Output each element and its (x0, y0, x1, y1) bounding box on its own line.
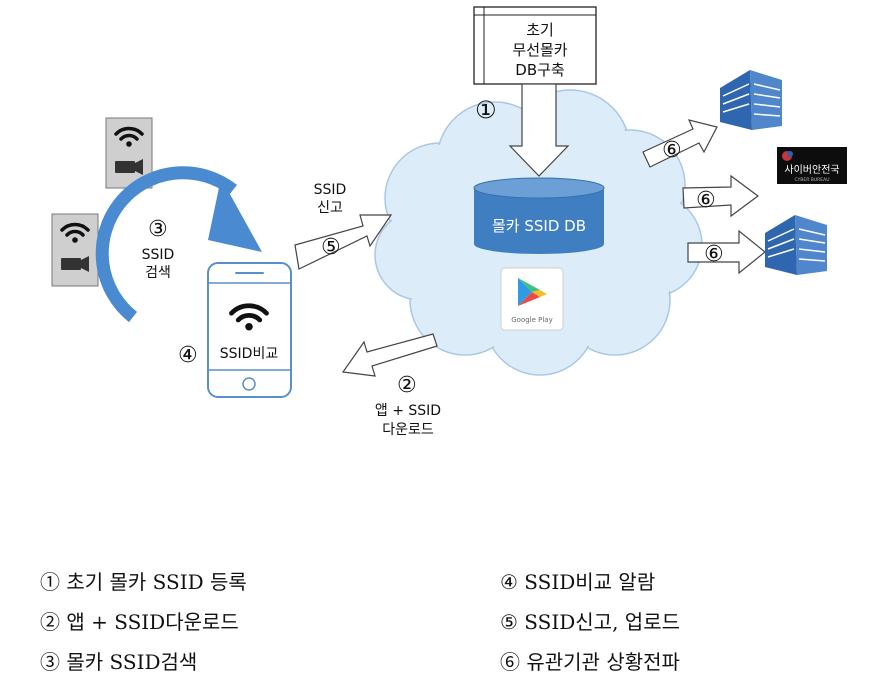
marker-6b: ⑥ (696, 188, 716, 213)
smartphone: SSID비교 (207, 262, 292, 398)
system-diagram: 초기 무선몰카 DB구축 ① 몰카 SSID DB Google Play (51, 6, 847, 438)
legend-item-2: ② 앱 + SSID다운로드 (40, 610, 239, 634)
legend-item-6: ⑥ 유관기관 상황전파 (500, 650, 680, 674)
legend-item-1: ① 초기 몰카 SSID 등록 (40, 570, 247, 594)
ssid-db-cylinder: 몰카 SSID DB (473, 177, 605, 254)
share-arrow-3 (687, 229, 766, 275)
download-arrow (341, 333, 438, 377)
search-label-line1: SSID (142, 247, 175, 263)
agency-building-1 (719, 69, 783, 131)
google-play-tile: Google Play (500, 267, 564, 331)
cyber-bureau-logo: 사이버안전국 CYBER BUREAU (777, 147, 847, 184)
search-curved-arrow (95, 166, 262, 323)
report-label-line2: 신고 (317, 200, 343, 216)
marker-3: ③ (148, 217, 168, 242)
db-label: 몰카 SSID DB (492, 217, 586, 235)
marker-6a: ⑥ (662, 138, 682, 163)
report-label-line1: SSID (314, 182, 347, 198)
logo-sub: CYBER BUREAU (794, 177, 829, 183)
db-box-line3: DB구축 (515, 61, 564, 79)
marker-2: ② (397, 373, 417, 398)
camera-device-2 (51, 213, 99, 287)
share-arrow-2 (682, 174, 760, 218)
upload-arrow-down (508, 83, 570, 177)
legend-item-3: ③ 몰카 SSID검색 (40, 650, 198, 674)
legend-item-5: ⑤ SSID신고, 업로드 (500, 610, 680, 634)
initial-db-box: 초기 무선몰카 DB구축 (473, 6, 597, 85)
legend-item-4: ④ SSID비교 알람 (500, 570, 656, 594)
marker-5: ⑤ (321, 235, 341, 260)
google-play-icon (518, 278, 547, 306)
logo-name: 사이버안전국 (784, 164, 839, 176)
google-play-label: Google Play (511, 316, 553, 324)
db-box-line2: 무선몰카 (512, 41, 567, 59)
share-arrow-1 (642, 119, 718, 168)
report-arrow (294, 214, 393, 270)
download-label-line1: 앱 + SSID (375, 403, 441, 419)
agency-building-2 (764, 214, 828, 276)
phone-label: SSID비교 (220, 346, 279, 362)
marker-4: ④ (178, 343, 198, 368)
download-label-line2: 다운로드 (382, 422, 434, 438)
db-box-line1: 초기 (526, 21, 554, 39)
search-label-line2: 검색 (145, 265, 171, 281)
marker-1: ① (475, 96, 497, 124)
marker-6c: ⑥ (704, 242, 724, 267)
